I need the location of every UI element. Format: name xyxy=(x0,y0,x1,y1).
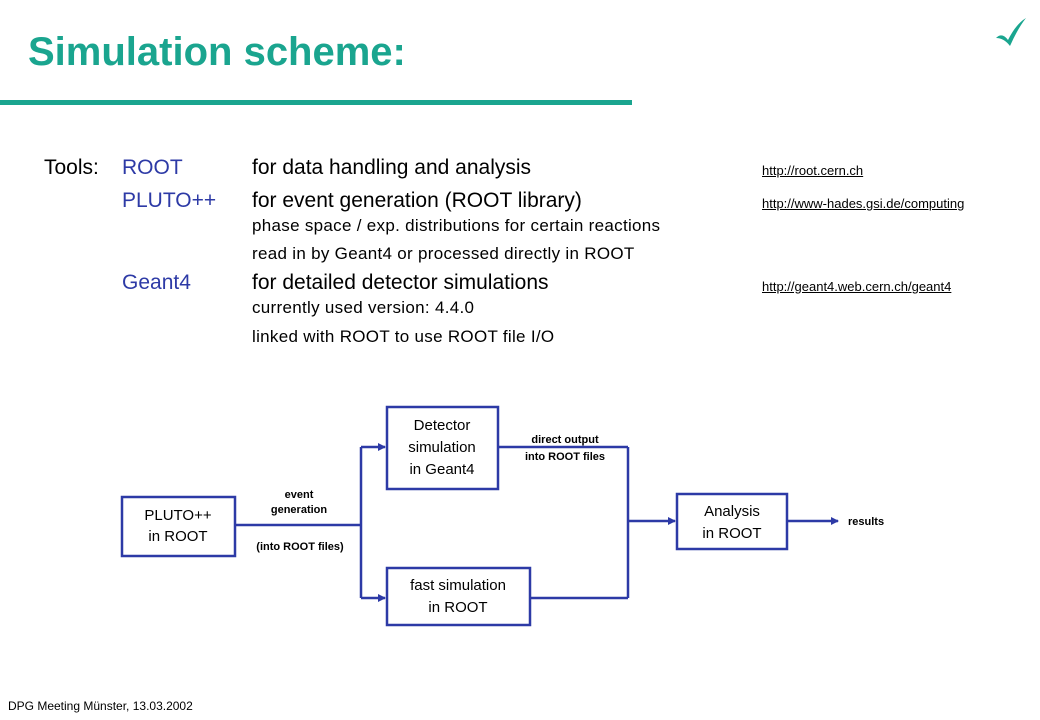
tool-detail-pluto-1: phase space / exp. distributions for cer… xyxy=(252,216,661,235)
box-fast-line-2: in ROOT xyxy=(428,599,487,616)
box-pluto-line-2: in ROOT xyxy=(148,528,207,545)
tool-name-pluto: PLUTO++ xyxy=(122,189,217,212)
title-underline xyxy=(0,100,632,105)
box-pluto xyxy=(120,495,237,558)
tool-detail-geant4-2: linked with ROOT to use ROOT file I/O xyxy=(252,327,555,346)
box-detector-line-1: Detector xyxy=(414,417,471,434)
tool-name-geant4: Geant4 xyxy=(122,271,191,294)
page-title: Simulation scheme: xyxy=(28,30,406,74)
label-into-root-files: (into ROOT files) xyxy=(256,541,344,553)
label-direct-output-2: into ROOT files xyxy=(525,451,605,463)
link-root[interactable]: http://root.cern.ch xyxy=(762,163,864,178)
box-fast-simulation xyxy=(385,566,532,627)
tool-description-root: for data handling and analysis xyxy=(252,156,532,179)
tools-label: Tools: xyxy=(44,156,99,179)
link-geant4[interactable]: http://geant4.web.cern.ch/geant4 xyxy=(762,279,952,294)
tool-description-pluto: for event generation (ROOT library) xyxy=(252,189,582,212)
box-analysis-line-1: Analysis xyxy=(704,503,760,520)
tool-detail-pluto-2: read in by Geant4 or processed directly … xyxy=(252,244,635,263)
box-pluto-line-1: PLUTO++ xyxy=(144,507,211,524)
box-detector-line-3: in Geant4 xyxy=(409,461,474,478)
footer-meeting-info: DPG Meeting Münster, 13.03.2002 xyxy=(8,699,193,713)
box-fast-line-1: fast simulation xyxy=(410,577,506,594)
tool-detail-geant4-1: currently used version: 4.4.0 xyxy=(252,298,475,317)
label-direct-output-1: direct output xyxy=(531,434,599,446)
checkmark-swoosh-icon xyxy=(996,18,1026,46)
label-event-generation-2: generation xyxy=(271,504,328,516)
box-analysis-line-2: in ROOT xyxy=(702,525,761,542)
box-detector-line-2: simulation xyxy=(408,439,476,456)
flow-connectors xyxy=(235,443,839,602)
box-analysis xyxy=(675,492,789,551)
label-results: results xyxy=(848,516,884,528)
link-pluto[interactable]: http://www-hades.gsi.de/computing xyxy=(762,196,965,211)
box-detector-simulation xyxy=(385,405,500,491)
label-event-generation-1: event xyxy=(285,489,314,501)
tool-description-geant4: for detailed detector simulations xyxy=(252,271,549,294)
tools-section: Tools: ROOT for data handling and analys… xyxy=(44,156,965,346)
tool-name-root: ROOT xyxy=(122,156,183,179)
